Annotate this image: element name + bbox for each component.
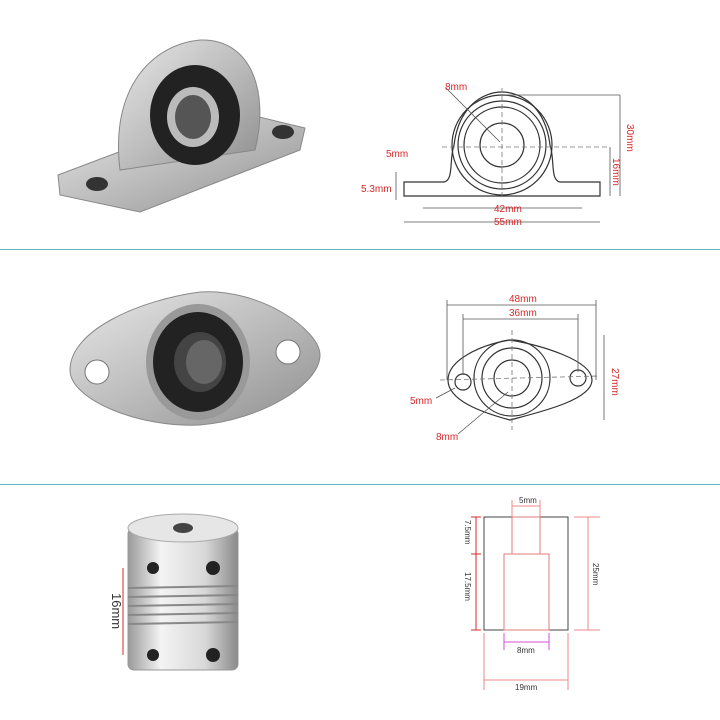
flange-bearing-photo: [69, 291, 321, 426]
dim-bore: 8mm: [436, 432, 458, 443]
dim-small-depth: 7.5mm: [463, 520, 472, 545]
dim-bore: 8mm: [445, 82, 467, 93]
dim-hole-spacing: 36mm: [509, 308, 537, 319]
dim-diameter: 19mm: [515, 683, 538, 692]
separator-line: [0, 484, 720, 485]
dim-height: 27mm: [609, 368, 620, 396]
photo-dim-label: 16mm: [109, 593, 124, 629]
dim-length: 48mm: [509, 294, 537, 305]
dim-large-bore: 8mm: [517, 646, 535, 655]
separator-line: [0, 249, 720, 250]
dim-hole: 5mm: [410, 396, 432, 407]
dim-height: 30mm: [624, 124, 635, 152]
dim-large-depth: 17.5mm: [463, 572, 472, 601]
dim-small-bore: 5mm: [519, 496, 537, 505]
pillow-block-photo: [57, 39, 306, 213]
dim-center-height: 16mm: [610, 158, 621, 186]
coupling-drawing: 5mm 7.5mm 17.5mm 25mm 8mm 19mm: [463, 496, 600, 692]
dim-hole-spacing: 42mm: [494, 204, 522, 215]
dim-base-thickness: 5.3mm: [361, 184, 392, 195]
dim-length: 55mm: [494, 217, 522, 228]
coupling-photo: 16mm: [109, 513, 239, 671]
pillow-block-drawing: 8mm 30mm 16mm 5mm 5.3mm 42mm 55mm: [361, 82, 635, 228]
dim-hole: 5mm: [386, 149, 408, 160]
dim-length: 25mm: [591, 563, 600, 586]
flange-bearing-drawing: 48mm 36mm 27mm 5mm 8mm: [410, 294, 620, 443]
